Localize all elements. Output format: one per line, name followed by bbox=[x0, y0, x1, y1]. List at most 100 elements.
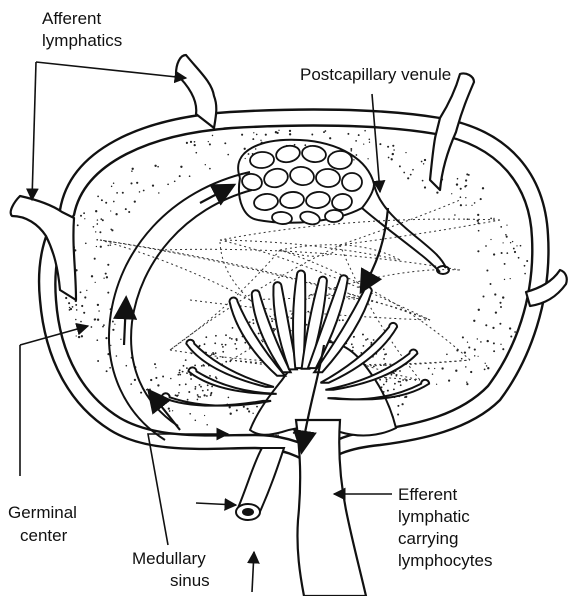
stipple-dot bbox=[195, 152, 197, 154]
stipple-dot bbox=[80, 215, 82, 217]
efferent-stalk bbox=[296, 420, 366, 596]
stipple-dot bbox=[80, 321, 82, 323]
stipple-dot bbox=[186, 367, 188, 369]
stipple-dot bbox=[96, 339, 98, 341]
stipple-dot bbox=[485, 363, 486, 364]
stipple-dot bbox=[485, 324, 487, 326]
stipple-dot bbox=[504, 263, 506, 265]
stipple-dot bbox=[97, 304, 99, 306]
stipple-dot bbox=[383, 348, 385, 350]
stipple-dot bbox=[393, 389, 395, 391]
stipple-dot bbox=[474, 355, 475, 356]
stipple-dot bbox=[499, 323, 501, 325]
label-efferent-3: carrying bbox=[398, 529, 458, 548]
reticular-fiber bbox=[250, 298, 370, 300]
stipple-dot bbox=[228, 397, 230, 399]
stipple-dot bbox=[492, 327, 494, 329]
stipple-dot bbox=[410, 174, 412, 176]
stipple-dot bbox=[397, 413, 399, 415]
stipple-dot bbox=[404, 396, 406, 398]
stipple-dot bbox=[243, 406, 245, 408]
stipple-dot bbox=[209, 168, 211, 170]
reticular-fiber bbox=[310, 270, 460, 295]
stipple-dot bbox=[400, 384, 402, 386]
stipple-dot bbox=[83, 212, 85, 214]
leader-medullary-sinus bbox=[148, 434, 228, 545]
stipple-dot bbox=[509, 327, 511, 329]
leader-medullary-sinus-2 bbox=[196, 503, 236, 505]
stipple-dot bbox=[265, 134, 267, 136]
stipple-dot bbox=[434, 368, 435, 369]
stipple-dot bbox=[352, 346, 354, 348]
stipple-dot bbox=[494, 293, 496, 295]
stipple-dot bbox=[436, 191, 438, 193]
reticular-fiber bbox=[220, 219, 500, 240]
stipple-dot bbox=[339, 319, 341, 321]
stipple-dot bbox=[392, 145, 394, 147]
stipple-dot bbox=[502, 348, 504, 350]
stipple-dot bbox=[262, 341, 264, 343]
stipple-dot bbox=[105, 337, 107, 339]
stipple-dot bbox=[211, 392, 213, 394]
stipple-dot bbox=[86, 290, 87, 291]
stipple-dot bbox=[167, 183, 169, 185]
stipple-dot bbox=[461, 358, 463, 360]
stipple-dot bbox=[289, 130, 291, 132]
stipple-dot bbox=[388, 157, 390, 159]
stipple-dot bbox=[189, 175, 191, 177]
stipple-dot bbox=[350, 148, 352, 150]
stipple-dot bbox=[185, 383, 187, 385]
stipple-dot bbox=[179, 374, 181, 376]
medullary-cords bbox=[162, 271, 429, 436]
hev-cell bbox=[325, 210, 344, 223]
stipple-dot bbox=[253, 132, 254, 133]
stipple-dot bbox=[311, 134, 313, 136]
stipple-dot bbox=[130, 182, 132, 184]
stipple-dot bbox=[248, 410, 250, 412]
label-postcapillary: Postcapillary venule bbox=[300, 65, 451, 84]
stipple-dot bbox=[350, 150, 352, 152]
stipple-dot bbox=[110, 210, 111, 211]
hev-cell bbox=[316, 168, 341, 187]
stipple-dot bbox=[407, 177, 409, 179]
stipple-dot bbox=[465, 205, 466, 206]
label-medullary-2: sinus bbox=[170, 571, 210, 590]
stipple-dot bbox=[83, 312, 85, 314]
stipple-dot bbox=[371, 342, 373, 344]
stipple-dot bbox=[215, 376, 217, 378]
stipple-dot bbox=[224, 142, 226, 144]
stipple-dot bbox=[387, 146, 389, 148]
label-afferent-2: lymphatics bbox=[42, 31, 122, 50]
stipple-dot bbox=[114, 324, 115, 325]
stipple-dot bbox=[362, 334, 364, 336]
stipple-dot bbox=[247, 408, 249, 410]
stipple-dot bbox=[391, 374, 393, 376]
stipple-dot bbox=[369, 139, 371, 141]
flow-arrow-tube-up bbox=[124, 300, 126, 345]
stipple-dot bbox=[189, 413, 191, 415]
stipple-dot bbox=[102, 219, 104, 221]
stipple-dot bbox=[229, 337, 231, 339]
stipple-dot bbox=[97, 319, 99, 321]
stipple-dot bbox=[98, 310, 100, 312]
stipple-dot bbox=[230, 413, 232, 415]
stipple-dot bbox=[105, 202, 107, 204]
stipple-dot bbox=[211, 386, 213, 388]
stipple-dot bbox=[150, 379, 152, 381]
stipple-dot bbox=[198, 396, 200, 398]
stipple-dot bbox=[493, 350, 495, 352]
stipple-dot bbox=[467, 342, 468, 343]
label-medullary-1: Medullary bbox=[132, 549, 206, 568]
stipple-dot bbox=[510, 335, 512, 337]
stipple-dot bbox=[194, 365, 196, 367]
stipple-dot bbox=[353, 336, 355, 338]
stipple-dot bbox=[524, 265, 526, 267]
stipple-dot bbox=[351, 343, 353, 345]
stipple-dot bbox=[510, 242, 511, 243]
stipple-dot bbox=[84, 296, 86, 298]
stipple-dot bbox=[234, 343, 236, 345]
stipple-dot bbox=[477, 214, 479, 216]
stipple-dot bbox=[526, 260, 528, 262]
stipple-dot bbox=[474, 349, 476, 351]
stipple-dot bbox=[255, 148, 256, 149]
